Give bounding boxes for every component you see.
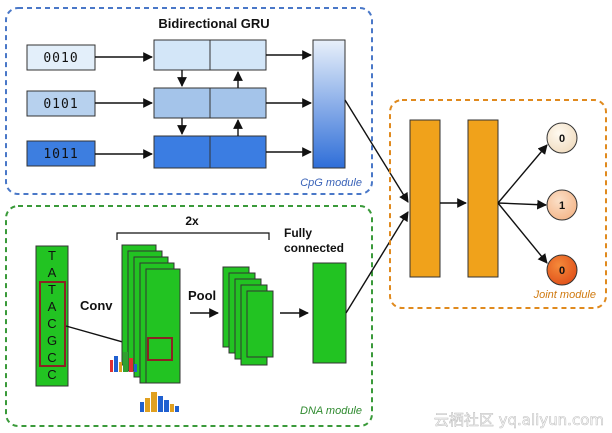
- output-node-1: [546, 122, 578, 154]
- joint-hidden-layer-1: [409, 119, 441, 278]
- joint-hidden-layer-2: [467, 119, 499, 278]
- joint-module-label: Joint module: [533, 289, 596, 301]
- gru-row-2: [153, 87, 267, 119]
- conv-feature-maps: [121, 244, 181, 384]
- motif-logo-icon: [110, 352, 137, 372]
- repeat-bracket: [116, 232, 270, 240]
- seq-letter: T: [48, 248, 56, 263]
- seq-letter: C: [47, 367, 56, 382]
- seq-letter: G: [47, 333, 57, 348]
- arrow: [497, 202, 548, 264]
- gru-title: Bidirectional GRU: [158, 16, 269, 31]
- gru-cell: [153, 135, 211, 169]
- repeat-label: 2x: [185, 214, 199, 228]
- seq-letter: A: [48, 299, 57, 314]
- input-bits-1: 0010: [43, 51, 78, 66]
- joint-module: 0 1 0 Joint module: [389, 99, 607, 309]
- pool-label: Pool: [188, 288, 216, 303]
- arrow: [497, 144, 548, 204]
- gru-cell: [153, 39, 211, 71]
- conv-output-highlight: [147, 337, 173, 361]
- seq-letter: A: [48, 265, 57, 280]
- input-box-2: [26, 90, 96, 117]
- motif-logo-icon: [140, 392, 179, 412]
- output-node-3: [546, 254, 578, 286]
- arrow: [497, 199, 547, 210]
- input-bits-3: 1011: [43, 147, 78, 162]
- gru-cell: [153, 87, 211, 119]
- output-value-3: 0: [559, 265, 565, 277]
- gru-cell: [209, 39, 267, 71]
- cpg-module-border: [5, 7, 373, 195]
- dna-module-border: [5, 205, 373, 427]
- input-bits-2: 0101: [43, 97, 78, 112]
- gru-cell: [209, 87, 267, 119]
- input-box-1: [26, 44, 96, 71]
- dna-module-label: DNA module: [300, 405, 362, 417]
- seq-letter: T: [48, 282, 56, 297]
- gru-output-layer: [312, 39, 346, 169]
- pool-feature-maps: [222, 266, 274, 366]
- arrow: [345, 211, 409, 314]
- dna-sequence-box: [35, 245, 69, 387]
- output-value-1: 0: [559, 133, 565, 145]
- cpg-module-label: CpG module: [300, 177, 362, 189]
- fc-label-line2: connected: [284, 241, 344, 255]
- output-node-2: [546, 189, 578, 221]
- gru-row-1: [153, 39, 267, 71]
- conv-window-highlight: [39, 281, 66, 367]
- gru-row-3: [153, 135, 267, 169]
- cpg-module: Bidirectional GRU 0010 0101 1011: [5, 7, 373, 195]
- gru-cell: [209, 135, 267, 169]
- dna-module: T A T A C G C C Conv 2x: [5, 205, 373, 427]
- conv-label: Conv: [80, 298, 113, 313]
- output-value-2: 1: [559, 200, 565, 212]
- seq-letter: C: [47, 350, 56, 365]
- arrow: [344, 99, 409, 203]
- watermark: 云栖社区 yq.aliyun.com: [434, 411, 604, 429]
- fully-connected-layer: [312, 262, 347, 364]
- fc-label-line1: Fully: [284, 226, 312, 240]
- seq-letter: C: [47, 316, 56, 331]
